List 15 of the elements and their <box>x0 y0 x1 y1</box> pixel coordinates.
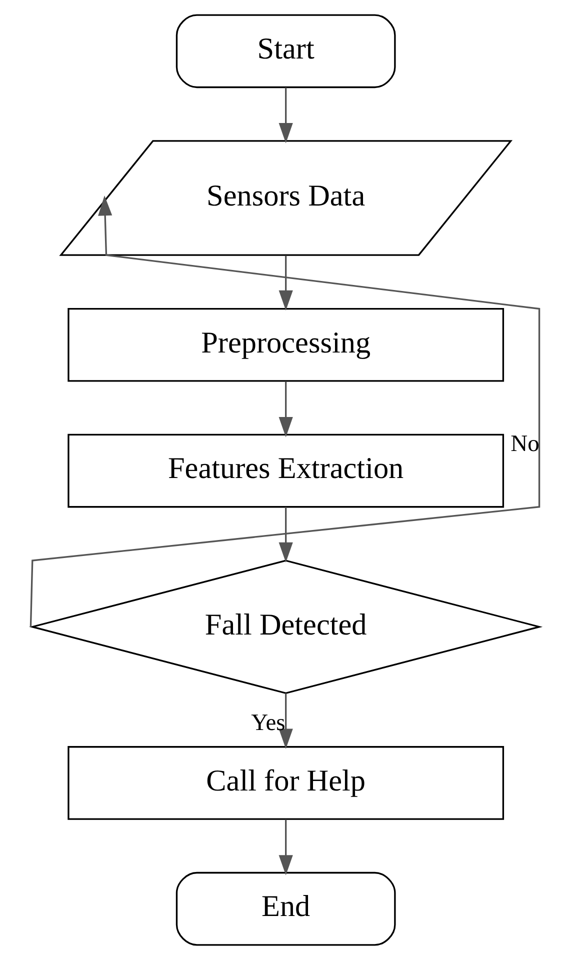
arrow <box>278 693 293 749</box>
arrow <box>30 195 540 627</box>
arrow <box>278 88 293 144</box>
arrow <box>278 256 293 310</box>
node-box: Call for Help <box>68 746 504 820</box>
arrow <box>278 507 293 563</box>
arrow <box>278 381 293 438</box>
node-box: End <box>176 872 396 946</box>
node-diamond: Fall Detected <box>29 560 543 694</box>
node-box: Features Extraction <box>68 434 504 508</box>
edge-label: No <box>510 431 540 458</box>
arrow <box>278 819 293 876</box>
node-box: Start <box>176 14 396 88</box>
edge-label: Yes <box>251 710 286 736</box>
node-box: Preprocessing <box>68 308 504 382</box>
